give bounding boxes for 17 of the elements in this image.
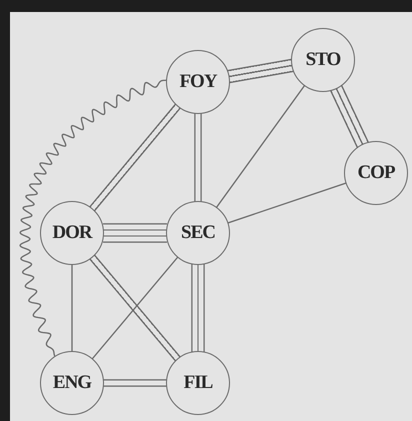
- connector-line: [71, 264, 73, 352]
- node-label: ENG: [52, 372, 92, 394]
- connector-line: [89, 103, 181, 212]
- connector-line: [103, 379, 167, 387]
- wavy-line: [19, 79, 168, 356]
- node-label: STO: [306, 49, 340, 71]
- connector-line: [194, 113, 202, 202]
- connector-line: [330, 85, 369, 148]
- node-label: COP: [357, 162, 395, 184]
- node-label: SEC: [181, 222, 215, 244]
- connector-line: [191, 264, 205, 352]
- node-label: FIL: [184, 372, 212, 394]
- connector-line: [227, 182, 347, 224]
- connector-line: [227, 58, 294, 84]
- node-label: DOR: [52, 222, 92, 244]
- connector-line: [216, 84, 306, 208]
- node-label: FOY: [179, 71, 217, 93]
